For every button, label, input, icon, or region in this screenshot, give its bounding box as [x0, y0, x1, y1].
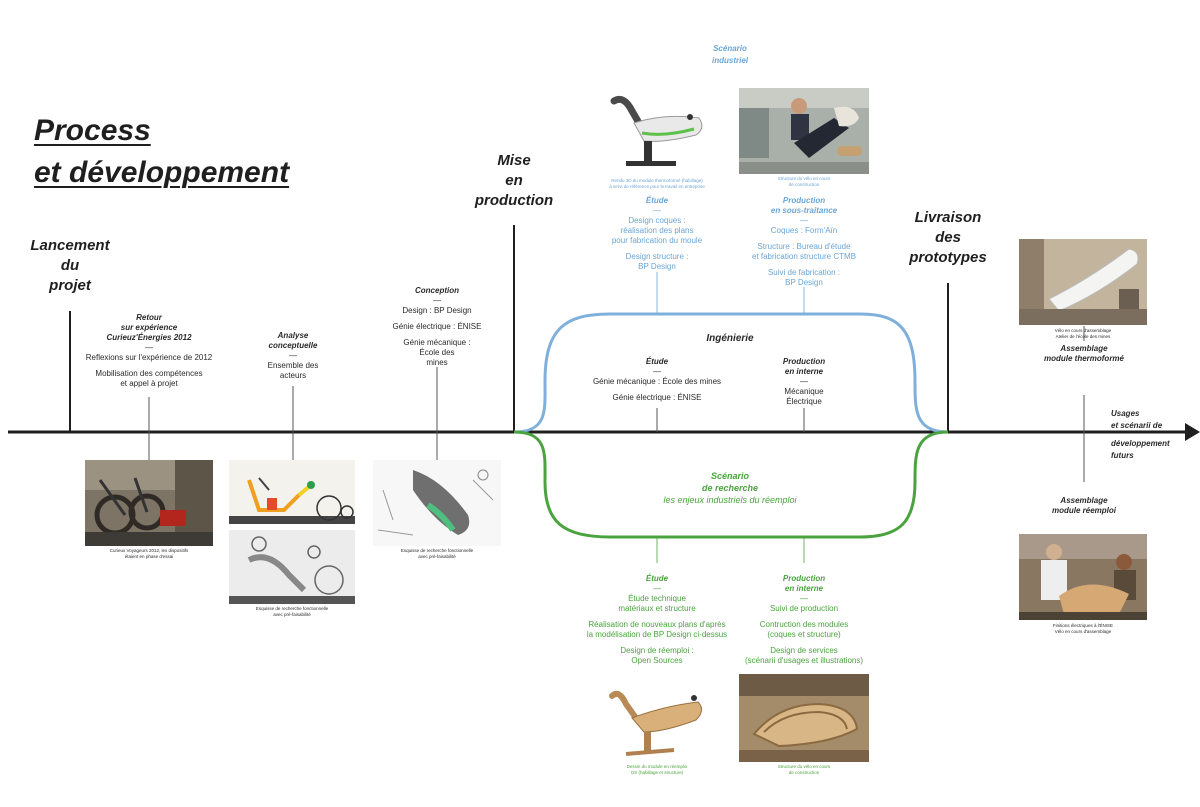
- ingenierie-etude-block: Étude — Génie mécanique : École des mine…: [592, 357, 722, 402]
- photo-assembly-reuse: [1019, 534, 1147, 620]
- retour-block: Retour sur expérience Curieuz'Énergies 2…: [85, 313, 213, 388]
- milestone-delivery: Livraison des prototypes: [909, 209, 987, 266]
- milestone-production: Mise en production: [474, 152, 554, 209]
- caption-reuse-render: Dessin du module en réemploi OS (habilla…: [626, 764, 688, 775]
- industrial-production-block: Production en sous-traitance — Coques : …: [751, 196, 857, 287]
- caption-curieux: Curieux Voyageurs 2012, les dispositifs …: [109, 548, 189, 559]
- research-etude-block: Étude — Étude technique matériaux et str…: [586, 574, 728, 665]
- ingenierie-production-block: Production en interne — Mécanique Électr…: [782, 357, 826, 406]
- timeline-arrow-icon: [1185, 423, 1200, 441]
- caption-reuse-structure: Structure du vélo en cours de constructi…: [777, 764, 831, 775]
- photo-curieux-voyageurs: [85, 460, 213, 546]
- assemblage-thermo-heading: Assemblage module thermoformé: [1043, 344, 1124, 363]
- title-line-2: et développement: [34, 156, 290, 189]
- caption-conception: Esquisse de recherche fonctionnelle avec…: [400, 548, 474, 559]
- ingenierie-heading: Ingénierie: [706, 333, 754, 344]
- milestone-launch: Lancement du projet: [30, 237, 110, 294]
- research-production-block: Production en interne — Suivi de product…: [744, 574, 864, 665]
- conception-block: Conception — Design : BP Design Génie él…: [392, 286, 482, 367]
- caption-assembly-thermo: Vélo en cours d'assemblage Atelier de l'…: [1054, 328, 1112, 339]
- industrial-etude-block: Étude — Design coques : réalisation des …: [611, 196, 703, 271]
- photo-reuse-structure: [739, 674, 869, 762]
- caption-assembly-reuse: Finitions électriques à l'ÉNISE Vélo en …: [1052, 623, 1114, 634]
- render-reuse-module: [604, 684, 710, 762]
- page-title: Process et développement: [34, 110, 289, 194]
- title-line-1: Process: [34, 114, 151, 147]
- caption-analyse: Esquisse de recherche fonctionnelle avec…: [255, 606, 329, 617]
- assemblage-reemploi-heading: Assemblage module réemploi: [1051, 496, 1116, 515]
- caption-render: Rendu 3D du module thermoformé (habillag…: [609, 178, 705, 189]
- sketch-conception: [373, 460, 501, 546]
- render-thermoformed: [604, 93, 710, 175]
- photo-industrial-structure: [739, 88, 869, 174]
- sketch-colored: [229, 460, 355, 524]
- research-scenario-block: Scénario de recherche les enjeux industr…: [663, 471, 797, 505]
- industrial-scenario-heading: Scénario industriel: [711, 44, 748, 65]
- caption-industrial-structure: Structure du vélo en cours de constructi…: [777, 176, 831, 187]
- future-label: Usages et scénarii de développement futu…: [1111, 409, 1170, 460]
- sketch-pencil: [229, 530, 355, 604]
- research-brace: [513, 430, 949, 539]
- industrial-brace: [513, 312, 949, 434]
- photo-assembly-thermo: [1019, 239, 1147, 325]
- analyse-block: Analyse conceptuelle — Ensemble des acte…: [267, 331, 319, 380]
